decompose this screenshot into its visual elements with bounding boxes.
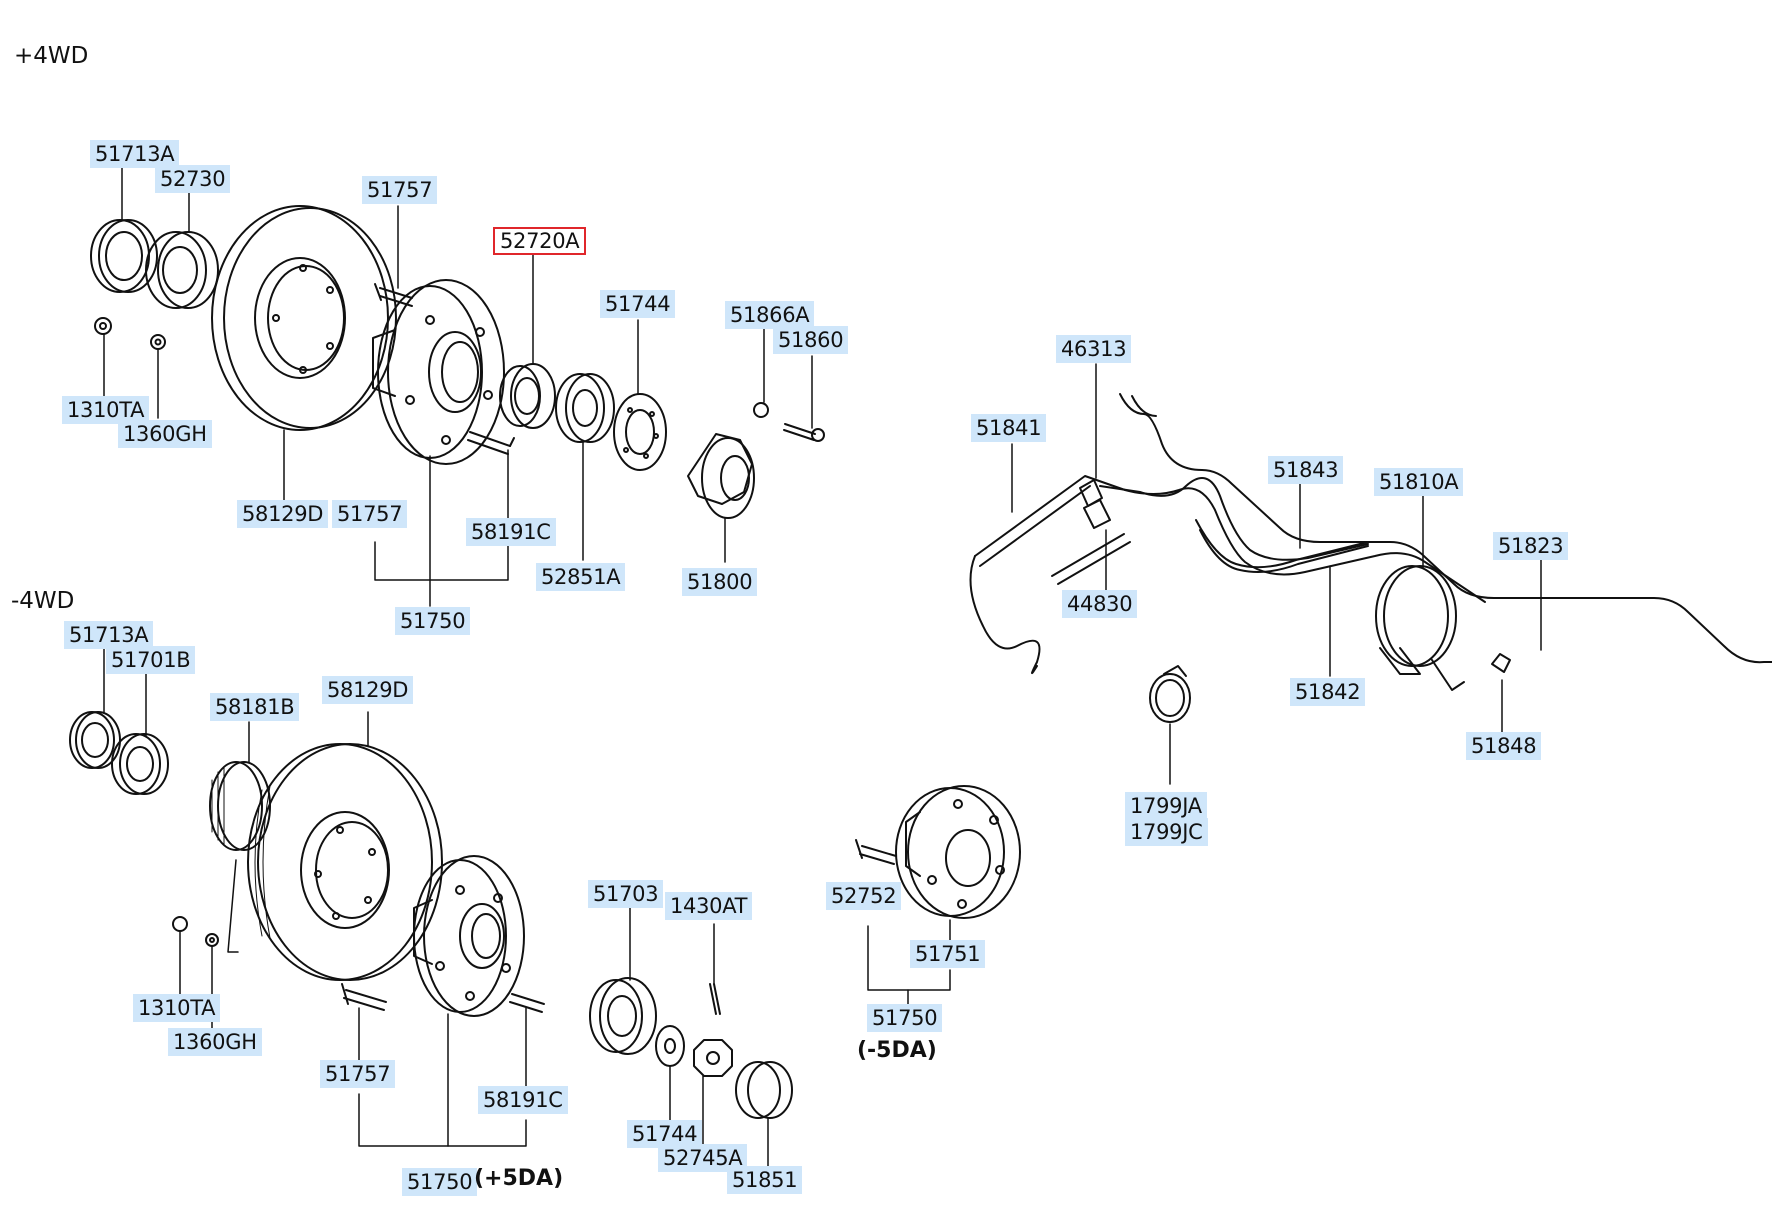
small-nut-icon — [753, 402, 769, 418]
cotter-pin-icon — [709, 983, 721, 1015]
nut-icon — [172, 916, 188, 932]
part-label-52752[interactable]: 52752 — [826, 882, 902, 910]
valve-icon — [1375, 565, 1465, 691]
hub-bolt-icon — [855, 839, 897, 865]
part-label-51842[interactable]: 51842 — [1290, 678, 1366, 706]
part-label-51757[interactable]: 51757 — [320, 1060, 396, 1088]
leader-lines-5da — [867, 919, 951, 1005]
part-label-51750[interactable]: 51750 — [395, 607, 471, 635]
part-label-51750[interactable]: 51750 — [867, 1004, 943, 1032]
leader-lines-top — [103, 167, 813, 607]
part-label-1799JC[interactable]: 1799JC — [1125, 818, 1208, 846]
part-label-51750[interactable]: 51750 — [402, 1168, 478, 1196]
bearing-icon — [111, 733, 169, 795]
clamp-icon — [1149, 665, 1191, 723]
note-plus-5da: (+5DA) — [474, 1166, 564, 1191]
part-label-51851[interactable]: 51851 — [727, 1166, 803, 1194]
washer-icon — [150, 334, 166, 350]
part-label-51848[interactable]: 51848 — [1466, 732, 1542, 760]
oil-seal-icon — [69, 711, 121, 769]
ventilated-disc-icon — [227, 743, 443, 981]
part-label-1799JA[interactable]: 1799JA — [1125, 792, 1207, 820]
part-label-1310TA[interactable]: 1310TA — [133, 994, 221, 1022]
grease-cap-icon — [735, 1061, 793, 1119]
part-label-52730[interactable]: 52730 — [155, 165, 231, 193]
part-label-51810A[interactable]: 51810A — [1374, 468, 1464, 496]
part-label-58181B[interactable]: 58181B — [210, 693, 300, 721]
bearing-icon — [589, 977, 657, 1055]
castle-nut-icon — [693, 1039, 733, 1077]
part-label-52745A[interactable]: 52745A — [658, 1144, 748, 1172]
locking-hub-icon — [687, 433, 755, 519]
selected-bearing-icon — [499, 363, 556, 429]
part-label-51841[interactable]: 51841 — [971, 414, 1047, 442]
part-label-51866A[interactable]: 51866A — [725, 301, 815, 329]
part-label-51751[interactable]: 51751 — [910, 940, 986, 968]
section-title-no-4wd: -4WD — [11, 588, 75, 614]
screw-icon — [783, 423, 825, 442]
brake-hose-clip-icon — [1079, 479, 1111, 529]
part-label-58191C[interactable]: 58191C — [478, 1086, 568, 1114]
spacer-ring-icon — [555, 373, 615, 443]
part-label-51703[interactable]: 51703 — [588, 880, 664, 908]
part-label-51823[interactable]: 51823 — [1493, 532, 1569, 560]
part-label-46313[interactable]: 46313 — [1056, 335, 1132, 363]
part-label-1360GH[interactable]: 1360GH — [118, 420, 212, 448]
wheel-hub-icon — [895, 785, 1021, 919]
bearing-icon — [145, 231, 219, 309]
part-label-1430AT[interactable]: 1430AT — [665, 892, 753, 920]
part-label-51713A[interactable]: 51713A — [64, 621, 154, 649]
lock-washer-icon — [613, 393, 667, 471]
leader-lines-brake — [1011, 363, 1542, 785]
nut-icon — [94, 317, 112, 335]
part-label-52720A-selected[interactable]: 52720A — [493, 227, 587, 255]
part-label-51744[interactable]: 51744 — [627, 1120, 703, 1148]
part-label-51860[interactable]: 51860 — [773, 326, 849, 354]
brake-disc-icon — [211, 205, 397, 431]
wheel-hub-icon — [413, 855, 525, 1017]
bolt-icon — [467, 431, 515, 455]
washer-icon — [205, 933, 219, 947]
leader-lines-bottom — [103, 647, 769, 1167]
hub-bolt-icon — [341, 983, 387, 1011]
part-label-52851A[interactable]: 52851A — [536, 563, 626, 591]
brake-line-icon — [969, 393, 1772, 674]
section-title-4wd: +4WD — [14, 43, 89, 69]
part-label-44830[interactable]: 44830 — [1062, 590, 1138, 618]
part-label-1310TA[interactable]: 1310TA — [62, 396, 150, 424]
part-label-1360GH[interactable]: 1360GH — [168, 1028, 262, 1056]
part-label-58191C[interactable]: 58191C — [466, 518, 556, 546]
hose-clip-icon — [1491, 653, 1511, 673]
washer-icon — [655, 1025, 685, 1067]
rubber-strip-icon — [1051, 533, 1131, 585]
part-label-51757[interactable]: 51757 — [362, 176, 438, 204]
bolt-icon — [509, 993, 545, 1013]
part-label-51843[interactable]: 51843 — [1268, 456, 1344, 484]
part-label-58129D[interactable]: 58129D — [322, 676, 414, 704]
part-label-51800[interactable]: 51800 — [682, 568, 758, 596]
part-label-51744[interactable]: 51744 — [600, 290, 676, 318]
part-label-51701B[interactable]: 51701B — [106, 646, 196, 674]
part-label-51713A[interactable]: 51713A — [90, 140, 180, 168]
part-label-58129D[interactable]: 58129D — [237, 500, 329, 528]
note-minus-5da: (-5DA) — [857, 1038, 937, 1063]
part-label-51757[interactable]: 51757 — [332, 500, 408, 528]
